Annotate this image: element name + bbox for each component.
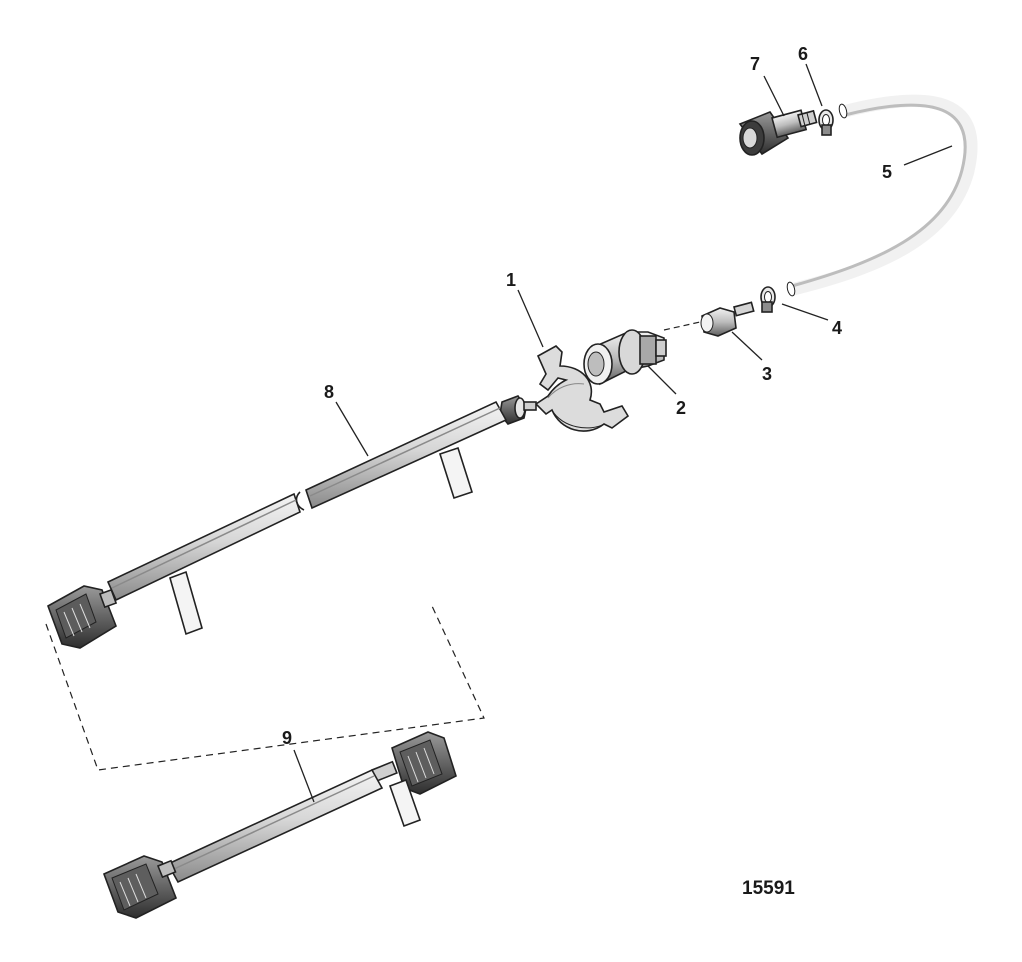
callout-1: 1 — [506, 270, 516, 290]
leader-4 — [781, 303, 829, 321]
sensor-harness-part — [47, 395, 537, 649]
hose-clamp-upper-part — [818, 109, 834, 136]
callout-labels: 1 2 3 4 5 6 7 8 9 — [282, 44, 892, 748]
leader-6 — [805, 63, 823, 107]
callout-8: 8 — [324, 382, 334, 402]
figure-number: 15591 — [742, 878, 795, 899]
adapter-harness-part — [102, 731, 457, 919]
callout-3: 3 — [762, 364, 772, 384]
callout-5: 5 — [882, 162, 892, 182]
leader-1 — [517, 289, 544, 348]
leader-8 — [335, 401, 369, 457]
leader-2 — [647, 365, 677, 395]
callout-4: 4 — [832, 318, 842, 338]
leader-lines — [293, 63, 953, 803]
leader-5 — [903, 145, 953, 166]
leader-9 — [293, 749, 315, 803]
callout-7: 7 — [750, 54, 760, 74]
callout-9: 9 — [282, 728, 292, 748]
quick-connect-fitting-part — [738, 109, 818, 156]
leader-7 — [763, 75, 785, 117]
hose-part — [786, 94, 978, 297]
leader-3 — [731, 331, 763, 361]
pressure-sensor-part — [583, 329, 667, 386]
callout-2: 2 — [676, 398, 686, 418]
adapter-fitting-part — [700, 301, 755, 337]
connection-dashed-outline — [45, 605, 485, 771]
hose-clamp-lower-part — [760, 286, 776, 313]
callout-6: 6 — [798, 44, 808, 64]
sensor-bracket-part — [534, 345, 630, 432]
